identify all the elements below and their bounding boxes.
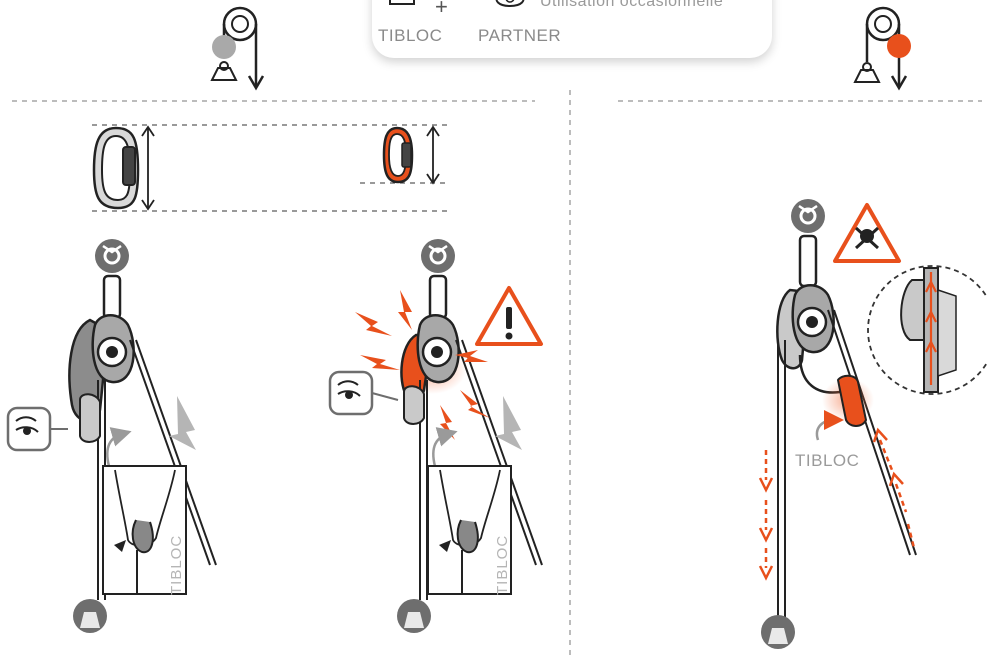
card-left-label: TIBLOC — [168, 535, 185, 595]
warning-icon — [477, 288, 541, 344]
anchor-icon — [95, 239, 129, 273]
large-carabiner — [94, 128, 138, 208]
legend-usage-text: Utilisation occasionnelle — [540, 0, 723, 11]
danger-skull-icon — [835, 205, 899, 261]
right-device-label: TIBLOC — [795, 451, 859, 471]
small-carabiner-orange — [384, 128, 412, 182]
legend-plus: + — [435, 0, 448, 20]
pulley-haul-icon-orange — [855, 8, 911, 88]
magnified-detail — [868, 266, 987, 394]
pulley-haul-icon-grey — [212, 8, 263, 88]
legend-partner-label: PARTNER — [478, 26, 561, 46]
legend-tibloc-label: TIBLOC — [378, 26, 442, 46]
right-system — [760, 199, 916, 649]
eye-inspect-icon-middle — [330, 372, 398, 414]
left-system — [69, 239, 216, 633]
eye-inspect-icon-left — [8, 408, 68, 450]
card-middle-label: TIBLOC — [494, 535, 511, 595]
